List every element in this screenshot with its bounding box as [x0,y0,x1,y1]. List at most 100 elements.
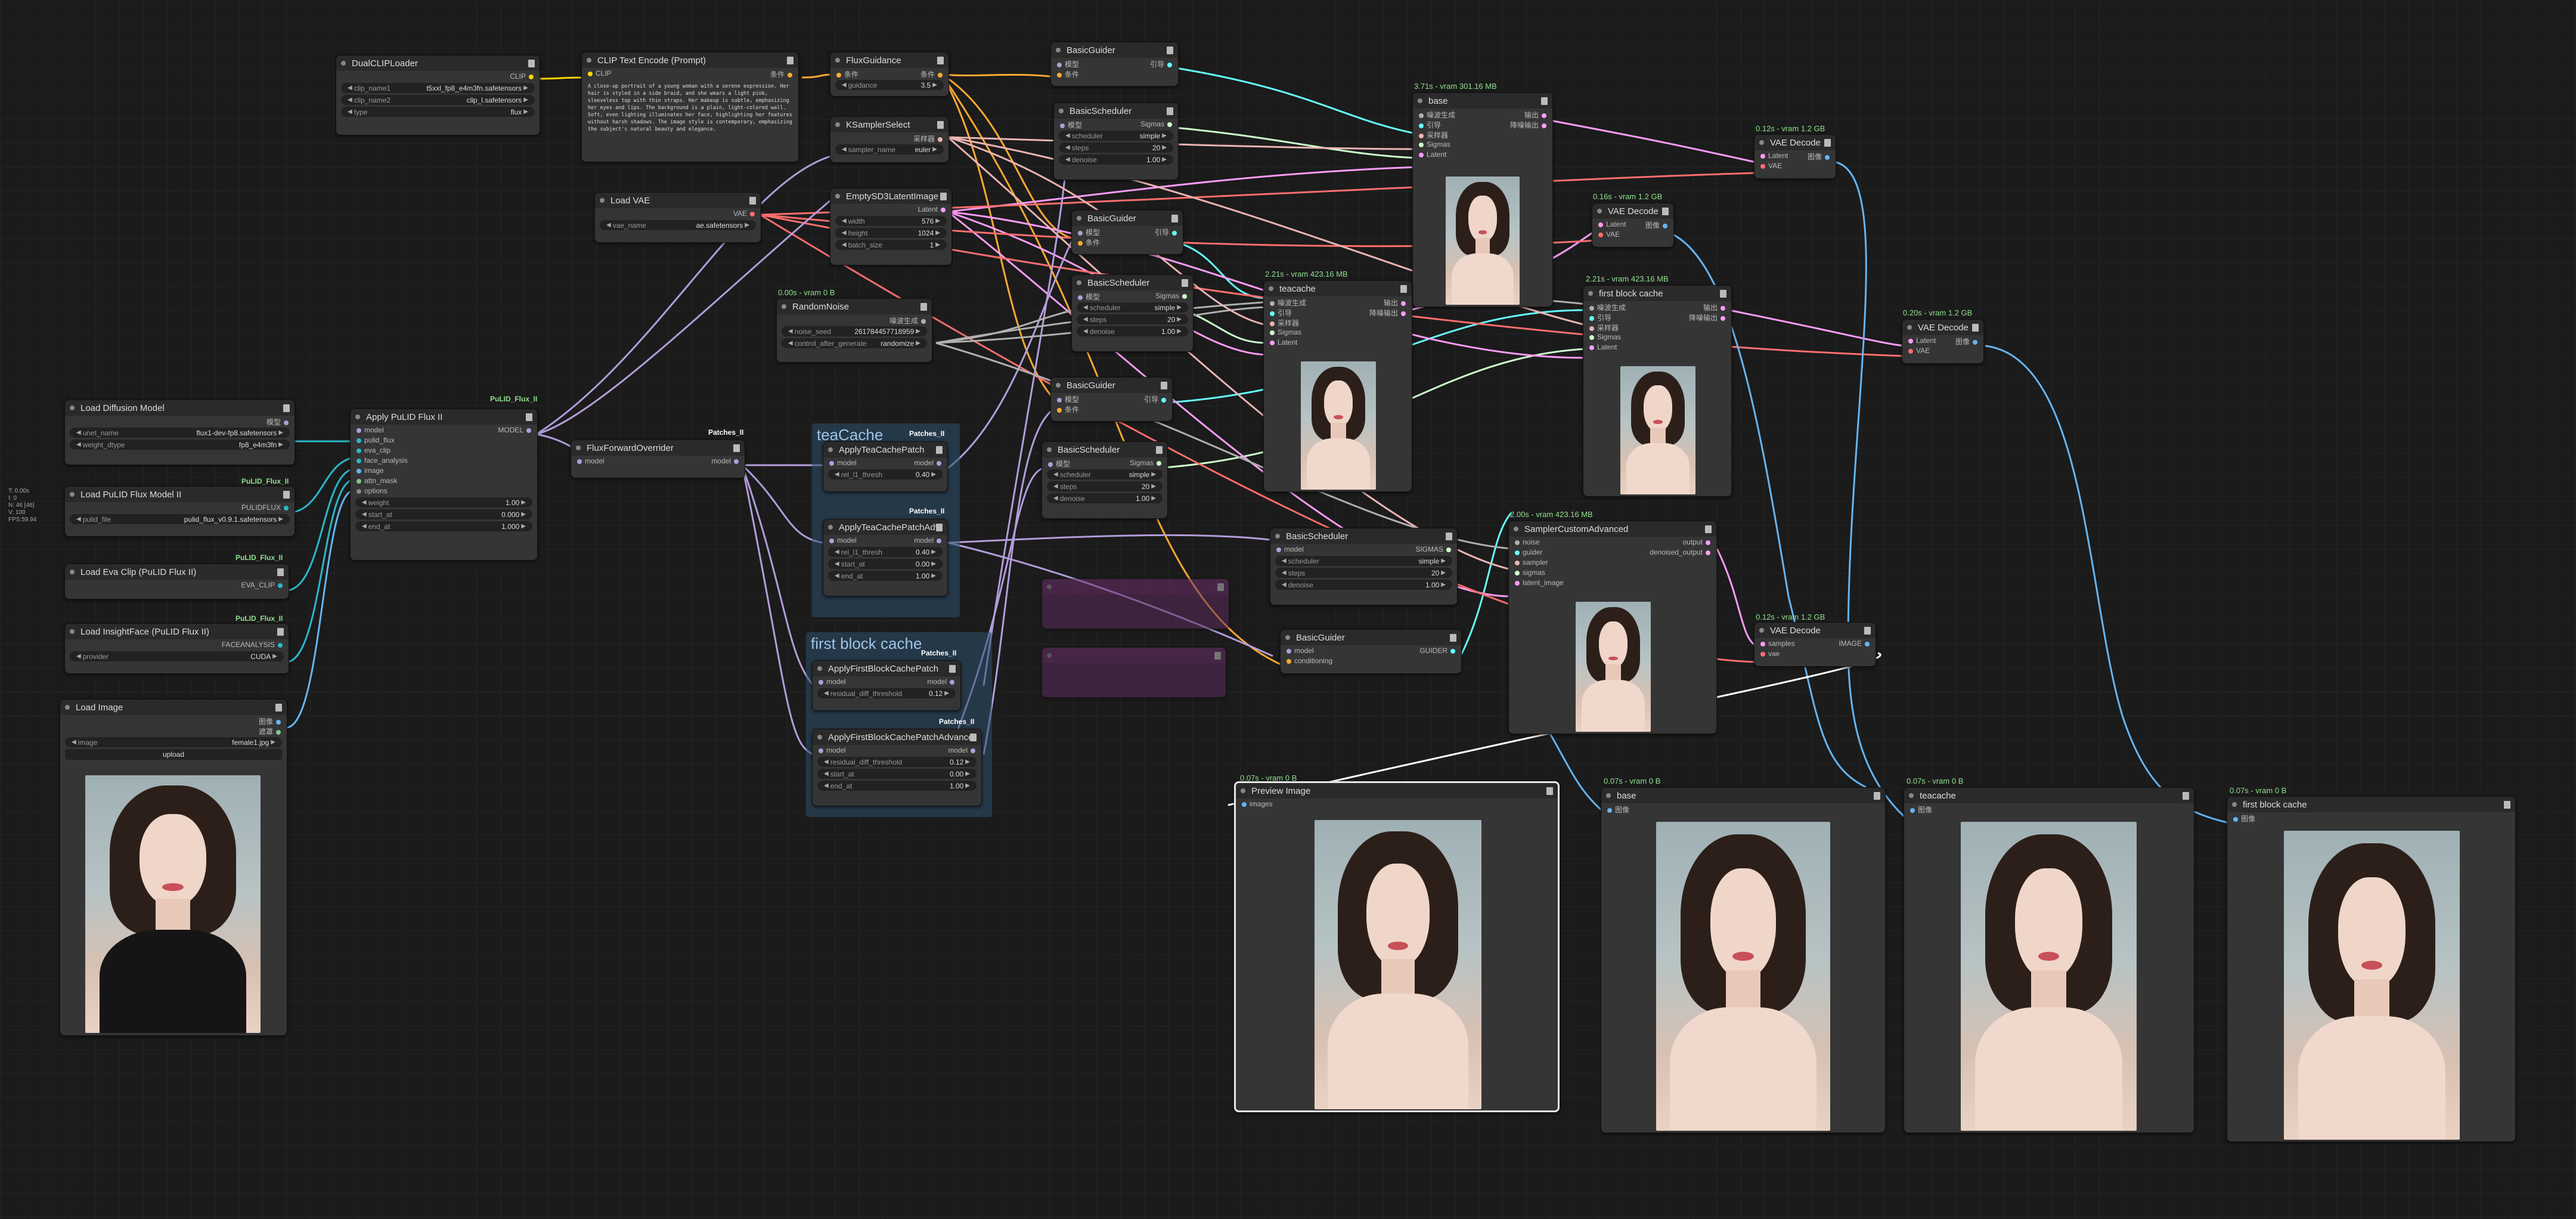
node-menu-icon[interactable] [1167,107,1173,115]
node-menu-icon[interactable] [1546,787,1553,795]
node-basicguider-1[interactable]: BasicGuider 模型引导 条件 [1050,42,1179,86]
node-load-insightface[interactable]: Load InsightFace (PuLID Flux II) FACEANA… [64,623,289,674]
node-menu-icon[interactable] [1720,289,1726,298]
node-menu-icon[interactable] [528,59,535,67]
node-preview-image[interactable]: Preview Image images [1234,781,1560,1112]
node-menu-icon[interactable] [733,444,740,452]
node-menu-icon[interactable] [936,445,943,454]
node-menu-icon[interactable] [1167,46,1173,54]
node-load-pulid-model[interactable]: Load PuLID Flux Model II PULIDFLUX ◀puli… [64,486,295,537]
node-menu-icon[interactable] [749,196,756,205]
node-menu-icon[interactable] [526,413,532,421]
upload-button[interactable]: upload [65,749,282,760]
node-menu-icon[interactable] [1171,214,1178,222]
node-menu-icon[interactable] [940,192,947,200]
node-menu-icon[interactable] [937,120,944,129]
node-save-base[interactable]: base 图像 [1601,787,1886,1133]
node-menu-icon[interactable] [275,703,282,711]
node-load-eva-clip[interactable]: Load Eva Clip (PuLID Flux II) EVA_CLIP [64,564,289,599]
node-menu-icon[interactable] [1446,532,1452,540]
node-menu-icon[interactable] [277,627,284,636]
node-menu-icon[interactable] [936,523,943,531]
node-menu-icon[interactable] [1214,651,1221,660]
node-menu-icon[interactable] [787,56,793,64]
node-sampler-teacache[interactable]: teacache 噪波生成输出 引导降噪输出 采样器 Sigmas Latent [1263,280,1412,492]
node-basicguider-3[interactable]: BasicGuider 模型引导 条件 [1050,377,1173,422]
node-menu-icon[interactable] [1972,323,1979,332]
node-menu-icon[interactable] [1662,207,1669,215]
prompt-textarea[interactable]: A close-up portrait of a young woman wit… [588,83,792,132]
node-menu-icon[interactable] [1824,138,1831,147]
node-menu-icon[interactable] [920,302,927,311]
node-menu-icon[interactable] [949,664,956,673]
node-menu-icon[interactable] [1400,284,1407,293]
node-menu-icon[interactable] [1182,279,1188,287]
node-menu-icon[interactable] [1156,445,1163,454]
node-menu-icon[interactable] [1705,525,1712,533]
node-menu-icon[interactable] [2183,791,2189,800]
node-menu-icon[interactable] [1874,791,1880,800]
node-sampler-first-block-cache[interactable]: first block cache 噪波生成输出 引导降噪输出 采样器 Sigm… [1583,285,1732,497]
node-save-teacache[interactable]: teacache 图像 [1904,787,2194,1133]
node-menu-icon[interactable] [937,56,944,64]
node-menu-icon[interactable] [2504,800,2510,809]
node-menu-icon[interactable] [970,733,977,741]
